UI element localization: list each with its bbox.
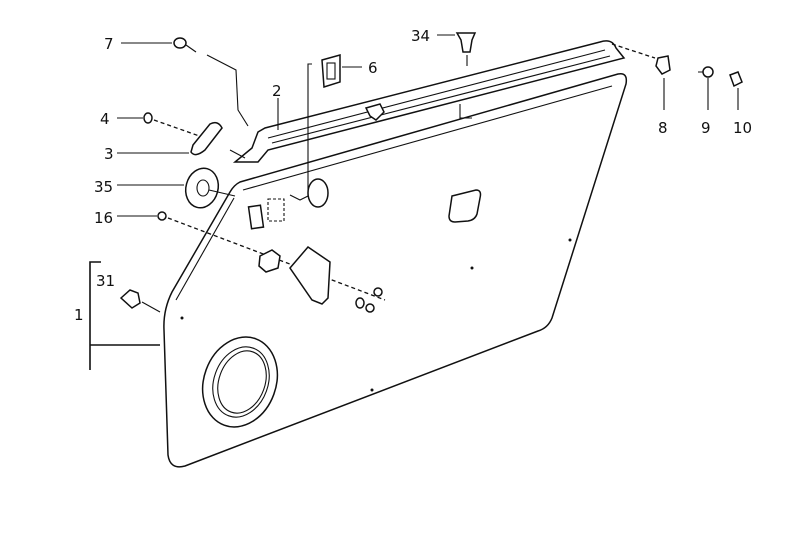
speaker-grille-ring: [201, 336, 279, 428]
window-trim-strip: [232, 40, 626, 163]
part-10-cap: [729, 71, 743, 110]
part-4-screw: [143, 112, 206, 139]
part-9-nut: [698, 66, 714, 110]
callout-6: 6: [368, 59, 378, 77]
callout-8: 8: [658, 119, 668, 137]
callout-34: 34: [411, 27, 430, 45]
clip: [364, 103, 385, 121]
switch-opening: [247, 204, 265, 230]
part-31-clip: [119, 289, 161, 313]
callout-3: 3: [104, 145, 114, 163]
part-8-clip: [611, 43, 671, 110]
switch-recess: [267, 198, 285, 222]
part-6-handle-bezel: [289, 54, 341, 208]
leader-lines: [117, 34, 455, 217]
part-7-screw: [173, 37, 249, 127]
callout-4: 4: [100, 110, 110, 128]
callout-31: 31: [96, 272, 115, 290]
callout-16: 16: [94, 209, 113, 227]
callout-1-bracket: [89, 261, 160, 370]
door-trim-panel: [163, 72, 628, 468]
panel-opening: [448, 189, 482, 223]
callout-1: 1: [74, 306, 84, 324]
callout-9: 9: [701, 119, 711, 137]
callout-35: 35: [94, 178, 113, 196]
inner-handle: [258, 246, 383, 313]
callout-7: 7: [104, 35, 114, 53]
part-3-pull-handle: [190, 121, 246, 159]
part-35-escutcheon: [184, 167, 236, 209]
part-34-clip: [455, 32, 477, 119]
callout-10: 10: [733, 119, 752, 137]
callout-2: 2: [272, 82, 282, 100]
